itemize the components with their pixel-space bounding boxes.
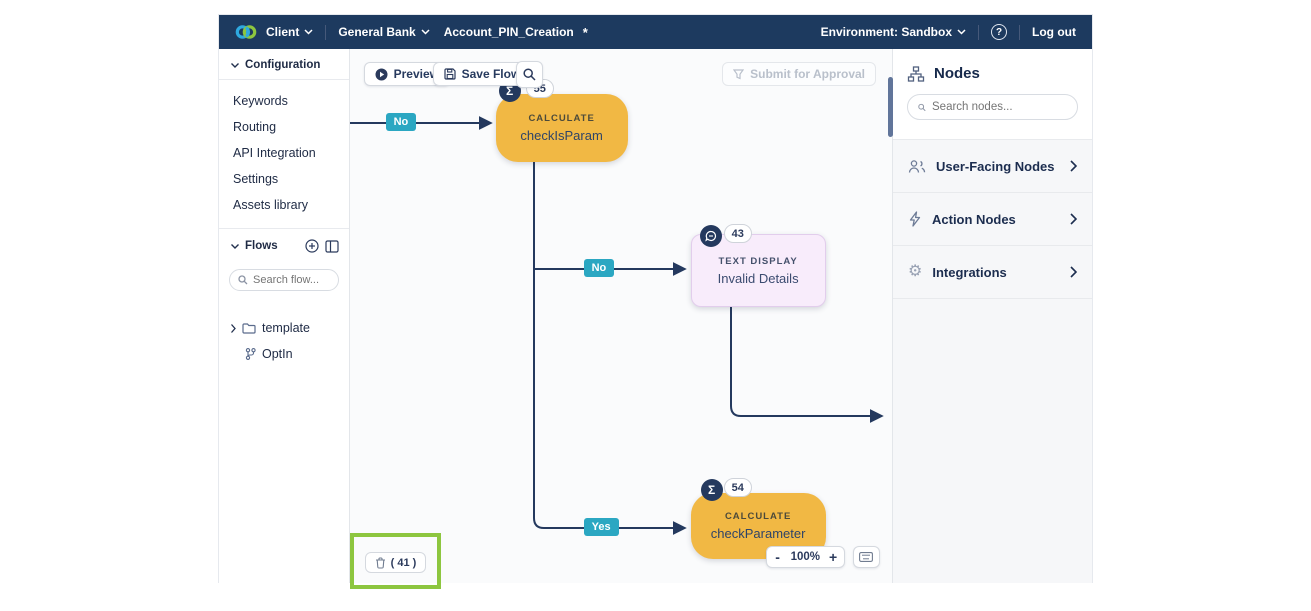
node-title: checkIsParam (520, 128, 602, 143)
navbar-divider (978, 25, 979, 40)
zoom-in-button[interactable]: + (822, 549, 844, 565)
flow-item-optin[interactable]: OptIn (219, 341, 349, 367)
submit-for-approval-label: Submit for Approval (750, 67, 865, 81)
search-icon (918, 102, 926, 113)
unsaved-indicator: * (583, 25, 588, 40)
chevron-down-icon (231, 63, 239, 68)
sidebar-item-assets-library[interactable]: Assets library (219, 192, 349, 218)
zoom-controls: - 100% + (766, 546, 845, 568)
search-icon (238, 275, 248, 285)
user-facing-nodes-icon (908, 159, 926, 174)
sidebar-item-settings[interactable]: Settings (219, 166, 349, 192)
section-integrations[interactable]: ⚙ Integrations (893, 246, 1092, 299)
logout-button[interactable]: Log out (1032, 25, 1076, 39)
flow-canvas[interactable]: Preview Save Flow Submit for Approval No… (350, 49, 892, 583)
workspace-menu[interactable]: General Bank (338, 25, 429, 39)
keyboard-shortcuts-button[interactable] (853, 546, 880, 568)
node-title: checkParameter (711, 526, 806, 541)
node-checkisparam[interactable]: CALCULATE checkIsParam (496, 94, 628, 162)
sigma-badge-icon: Σ (701, 479, 723, 501)
navbar-divider (1019, 25, 1020, 40)
client-label: Client (266, 25, 299, 39)
client-menu[interactable]: Client (266, 25, 313, 39)
trash-count-button[interactable]: ( 41 ) (365, 552, 427, 573)
save-icon (444, 68, 456, 80)
canvas-search-button[interactable] (516, 61, 543, 88)
node-type-label: CALCULATE (725, 511, 791, 522)
node-type-label: TEXT DISPLAY (718, 256, 797, 267)
chevron-right-icon (1070, 160, 1077, 172)
help-icon[interactable]: ? (991, 24, 1007, 40)
chevron-down-icon (304, 29, 313, 35)
chat-bubble-badge-icon (700, 225, 722, 247)
chevron-down-icon (231, 244, 239, 249)
nodes-search-input[interactable] (932, 101, 1067, 113)
play-circle-icon (375, 68, 388, 81)
zoom-out-button[interactable]: - (767, 549, 789, 565)
node-count-badge: 54 (724, 478, 752, 497)
trash-icon (375, 557, 386, 569)
node-type-label: CALCULATE (528, 113, 594, 124)
section-label: Integrations (932, 265, 1060, 280)
section-user-facing-nodes[interactable]: User-Facing Nodes (893, 140, 1092, 193)
edge-label-no-1[interactable]: No (386, 113, 417, 131)
navbar-divider (325, 25, 326, 40)
sidebar-item-keywords[interactable]: Keywords (219, 88, 349, 114)
node-title: Invalid Details (718, 271, 799, 286)
trash-count-label: ( 41 ) (391, 557, 417, 569)
brand-logo-icon[interactable] (235, 23, 257, 41)
flows-title: Flows (245, 240, 278, 252)
top-navbar: Client General Bank Account_PIN_Creation… (219, 15, 1092, 49)
section-label: User-Facing Nodes (936, 159, 1060, 174)
configuration-section-header[interactable]: Configuration (219, 49, 349, 79)
gear-icon: ⚙ (908, 264, 922, 280)
flow-search-input-wrap (229, 269, 339, 291)
zoom-level: 100% (789, 551, 822, 563)
flows-section-header[interactable]: Flows (219, 229, 349, 261)
section-label: Action Nodes (932, 212, 1060, 227)
submit-for-approval-button[interactable]: Submit for Approval (722, 62, 876, 86)
chevron-down-icon (957, 29, 966, 35)
folder-template[interactable]: template (219, 315, 349, 341)
funnel-icon (733, 69, 744, 80)
flow-name: Account_PIN_Creation (444, 25, 574, 39)
folder-label: template (262, 321, 310, 335)
node-count-badge: 43 (724, 224, 752, 243)
flow-builder-window: Client General Bank Account_PIN_Creation… (218, 14, 1093, 583)
add-flow-icon[interactable] (305, 239, 319, 253)
sitemap-icon (907, 66, 925, 82)
nodes-panel-title: Nodes (934, 65, 980, 82)
edge-label-no-2[interactable]: No (584, 259, 615, 277)
lightning-icon (908, 211, 922, 227)
chevron-right-icon (1070, 213, 1077, 225)
folder-icon (242, 323, 256, 334)
configuration-title: Configuration (245, 59, 320, 71)
chevron-right-icon (231, 324, 236, 333)
search-icon (523, 68, 536, 81)
left-sidebar: Configuration Keywords Routing API Integ… (219, 49, 350, 583)
flow-branch-icon (245, 348, 256, 360)
keyboard-icon (859, 552, 873, 562)
flow-panel-icon[interactable] (325, 240, 339, 253)
canvas-scrollbar[interactable] (888, 77, 893, 137)
flow-item-label: OptIn (262, 347, 293, 361)
edge-label-yes[interactable]: Yes (584, 518, 619, 536)
sidebar-item-api-integration[interactable]: API Integration (219, 140, 349, 166)
environment-label: Environment: Sandbox (821, 25, 952, 39)
environment-selector[interactable]: Environment: Sandbox (821, 25, 966, 39)
nodes-panel: Nodes User-Facing Nodes Action Nodes (892, 49, 1092, 583)
chevron-down-icon (421, 29, 430, 35)
save-flow-label: Save Flow (462, 67, 521, 81)
flow-search-input[interactable] (253, 274, 329, 286)
chevron-right-icon (1070, 266, 1077, 278)
section-action-nodes[interactable]: Action Nodes (893, 193, 1092, 246)
sidebar-item-routing[interactable]: Routing (219, 114, 349, 140)
nodes-search-wrap (907, 94, 1078, 120)
workspace-label: General Bank (338, 25, 415, 39)
